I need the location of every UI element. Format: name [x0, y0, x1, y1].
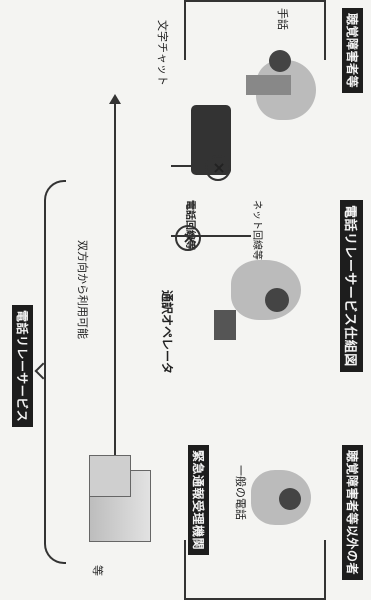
- net-junction-icon: ×: [205, 155, 231, 181]
- bidirectional-label: 双方向から利用可能: [76, 240, 89, 339]
- right-header-bottom: 緊急通報受理機関: [188, 445, 209, 556]
- operator-laptop-illustration: [214, 310, 236, 340]
- net-line-label: ネット回線等: [251, 200, 262, 260]
- right-bracket-bottom: [184, 540, 186, 600]
- phone-junction-icon: ×: [175, 225, 201, 251]
- general-phone-head-illustration: [279, 488, 301, 510]
- screen-illustration: [246, 75, 291, 95]
- left-bracket-bottom: [184, 0, 186, 60]
- left-header: 聴覚障害者等: [342, 8, 363, 94]
- operator-head-illustration: [265, 288, 289, 312]
- operator-label: 通訳オペレータ: [160, 290, 174, 375]
- text-chat-label: 文字チャット: [156, 20, 169, 86]
- general-phone-label: 一般の電話: [234, 465, 247, 520]
- bidirectional-arrow-left-head: [109, 94, 121, 104]
- right-bracket-top: [324, 540, 326, 600]
- operator-illustration: [231, 260, 301, 320]
- etc-label: 等: [91, 565, 104, 576]
- signer-head-illustration: [269, 50, 291, 72]
- left-bracket-vertical: [186, 0, 326, 2]
- right-connection-line: [171, 235, 251, 237]
- right-header-top: 聴覚障害者等以外の者: [342, 445, 363, 581]
- diagram-title: 電話リレーサービス仕組図: [340, 200, 363, 372]
- left-bracket-top: [324, 0, 326, 60]
- emergency-building-illustration: [89, 455, 131, 497]
- bottom-banner: 電話リレーサービス: [12, 305, 33, 428]
- sign-language-label: 手話: [276, 8, 289, 30]
